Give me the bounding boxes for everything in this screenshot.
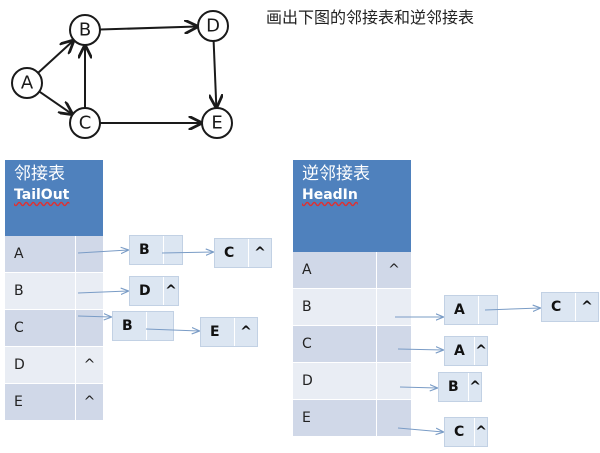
pointer-cell — [75, 273, 103, 309]
vertex-cell: A — [302, 262, 312, 278]
graph-node-label: E — [211, 113, 222, 134]
list-node-value: D — [130, 277, 164, 305]
pointer-arrow — [77, 291, 128, 293]
pointer-cell: ^ — [75, 347, 103, 383]
graph-node-c — [69, 107, 101, 139]
adjacency-table-subtitle: TailOut — [14, 187, 70, 203]
vertex-cell: A — [14, 246, 24, 262]
pointer-cell — [376, 326, 411, 362]
list-node-value: B — [113, 312, 147, 340]
list-node: C^ — [541, 292, 599, 322]
list-node-next: ^ — [475, 424, 487, 440]
graph-node-a — [11, 67, 43, 99]
vertex-cell: E — [302, 410, 311, 426]
list-node-value: A — [445, 337, 476, 365]
vertex-cell: C — [14, 320, 24, 336]
pointer-cell — [376, 289, 411, 325]
pointer-cell — [75, 310, 103, 346]
list-node: C^ — [214, 238, 272, 268]
pointer-arrow — [161, 252, 213, 253]
list-node-value: C — [215, 239, 249, 267]
vertex-cell: E — [14, 394, 23, 410]
list-node: A^ — [444, 336, 488, 366]
directed-graph: A B C D E — [11, 10, 233, 139]
list-node: B^ — [438, 372, 482, 402]
table-row: A^ — [293, 252, 411, 288]
table-row: C — [293, 326, 411, 362]
vertex-cell: D — [14, 357, 25, 373]
pointer-arrow — [145, 329, 199, 331]
pointer-cell — [376, 363, 411, 399]
list-node-next: ^ — [581, 299, 593, 315]
graph-edge-a-b — [37, 41, 73, 74]
adjacency-table-title: 邻接表 — [14, 164, 65, 184]
graph-node-label: A — [21, 73, 34, 94]
list-node: C^ — [444, 417, 488, 447]
table-row: B — [5, 273, 103, 309]
graph-edge-a-c — [38, 90, 71, 114]
vertex-cell: B — [14, 283, 24, 299]
reverse-table-header: 逆邻接表 HeadIn — [293, 160, 411, 252]
vertex-cell: C — [302, 336, 312, 352]
list-node: B — [129, 235, 183, 265]
graph-node-b — [69, 14, 101, 46]
page-title: 画出下图的邻接表和逆邻接表 — [266, 8, 475, 27]
graph-node-label: D — [206, 16, 220, 37]
graph-edge-d-e — [214, 40, 217, 107]
pointer-cell: ^ — [376, 252, 411, 288]
table-row: A — [5, 236, 103, 272]
graph-node-d — [197, 10, 229, 42]
list-node-value: C — [445, 418, 476, 446]
graph-node-e — [201, 107, 233, 139]
vertex-cell: B — [302, 299, 312, 315]
reverse-table-title: 逆邻接表 — [302, 164, 370, 184]
list-node: E^ — [200, 317, 258, 347]
graph-node-label: C — [79, 113, 92, 134]
table-row: E — [293, 400, 411, 436]
vertex-cell: D — [302, 373, 313, 389]
pointer-arrow — [77, 316, 111, 317]
adjacency-table-header: 邻接表 TailOut — [5, 160, 103, 236]
list-node-value: B — [130, 236, 164, 264]
list-node-next: ^ — [475, 343, 487, 359]
list-node-value: A — [445, 296, 479, 324]
pointer-arrow — [484, 308, 540, 310]
pointer-arrow — [77, 250, 128, 253]
list-node-value: B — [439, 373, 470, 401]
list-node: B — [112, 311, 174, 341]
graph-edge-b-d — [99, 26, 197, 29]
pointer-arrow — [397, 349, 443, 350]
reverse-table-subtitle: HeadIn — [302, 187, 358, 203]
pointer-cell — [75, 236, 103, 272]
table-row: D — [293, 363, 411, 399]
list-node-value: C — [542, 293, 576, 321]
list-node-next: ^ — [165, 283, 177, 299]
pointer-cell — [376, 400, 411, 436]
table-row: E^ — [5, 384, 103, 420]
pointer-arrow — [397, 427, 443, 432]
list-node-next: ^ — [469, 379, 481, 395]
list-node-value: E — [201, 318, 235, 346]
list-node-next: ^ — [254, 245, 266, 261]
pointer-cell: ^ — [75, 384, 103, 420]
list-node-next: ^ — [240, 324, 252, 340]
graph-node-label: B — [79, 20, 91, 41]
list-node: D^ — [129, 276, 179, 306]
table-row: D^ — [5, 347, 103, 383]
table-row: B — [293, 289, 411, 325]
pointer-arrow — [399, 387, 437, 388]
